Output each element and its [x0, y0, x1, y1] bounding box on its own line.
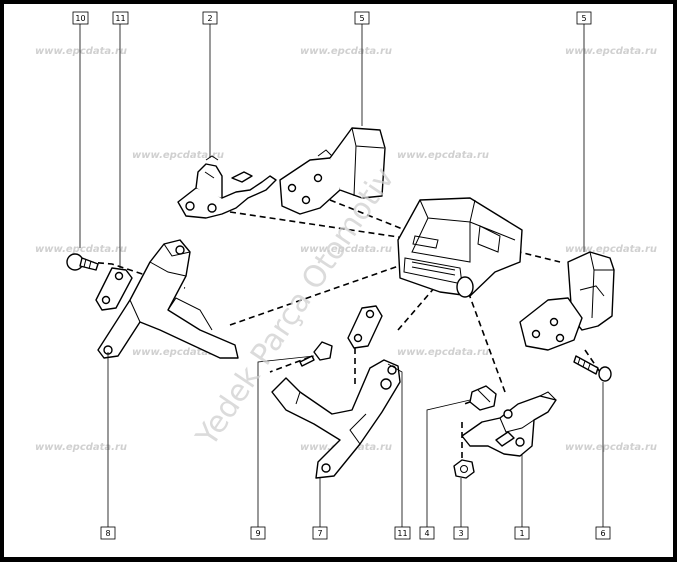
wm-text: www.epcdata.ru — [35, 244, 127, 255]
part-5-hinge-bracket-right — [519, 251, 615, 351]
callout-label: 5 — [359, 14, 364, 23]
callout-label: 5 — [581, 14, 586, 23]
part-3-nut — [453, 459, 475, 479]
callout-label: 4 — [424, 529, 429, 538]
callout-label: 1 — [519, 529, 524, 538]
wm-text: www.epcdata.ru — [397, 150, 489, 161]
callout-11-top: 11 — [112, 11, 129, 25]
wm-text: www.epcdata.ru — [300, 46, 392, 57]
callout-11-bottom: 11 — [394, 526, 411, 540]
callout-label: 6 — [600, 529, 605, 538]
callout-boxes: 10 11 2 5 5 8 9 7 — [72, 11, 611, 540]
part-8-lower-hinge — [97, 239, 239, 359]
vehicle-front-view — [397, 197, 523, 298]
callout-5-right: 5 — [576, 11, 592, 25]
wm-text: www.epcdata.ru — [35, 46, 127, 57]
callout-5-center: 5 — [354, 11, 370, 25]
wm-text: www.epcdata.ru — [565, 46, 657, 57]
callout-label: 3 — [458, 529, 463, 538]
callout-label: 9 — [255, 529, 260, 538]
callout-label: 8 — [105, 529, 110, 538]
callout-4: 4 — [419, 526, 435, 540]
part-10-bolt — [66, 253, 99, 271]
part-5-hinge-bracket-left — [279, 127, 386, 215]
callout-label: 11 — [115, 14, 125, 23]
callout-label: 7 — [317, 529, 322, 538]
callout-label: 2 — [207, 14, 212, 23]
wm-text: www.epcdata.ru — [565, 442, 657, 453]
wm-text: www.epcdata.ru — [132, 150, 224, 161]
callout-3: 3 — [453, 526, 469, 540]
part-11-shim-plate-left — [95, 267, 133, 311]
callout-leaders — [79, 24, 604, 527]
wm-text: www.epcdata.ru — [300, 244, 392, 255]
callout-label: 11 — [397, 529, 407, 538]
callout-2: 2 — [202, 11, 218, 25]
wm-text: www.epcdata.ru — [397, 347, 489, 358]
callout-10: 10 — [72, 11, 89, 25]
part-9-screw — [299, 341, 333, 367]
part-2-upper-hinge — [177, 155, 277, 219]
callout-7: 7 — [312, 526, 328, 540]
wm-text: www.epcdata.ru — [132, 347, 224, 358]
callout-6: 6 — [595, 526, 611, 540]
callout-1: 1 — [514, 526, 530, 540]
part-11-shim-plate-right — [347, 305, 383, 349]
part-6-bolt — [573, 355, 612, 382]
wm-text: www.epcdata.ru — [565, 244, 657, 255]
callout-8: 8 — [100, 526, 116, 540]
callout-9: 9 — [250, 526, 266, 540]
callout-label: 10 — [75, 14, 85, 23]
part-1-hinge — [461, 391, 557, 457]
part-4-bolt — [469, 385, 497, 411]
part-7-lower-hinge — [271, 359, 401, 479]
wm-text: www.epcdata.ru — [35, 442, 127, 453]
